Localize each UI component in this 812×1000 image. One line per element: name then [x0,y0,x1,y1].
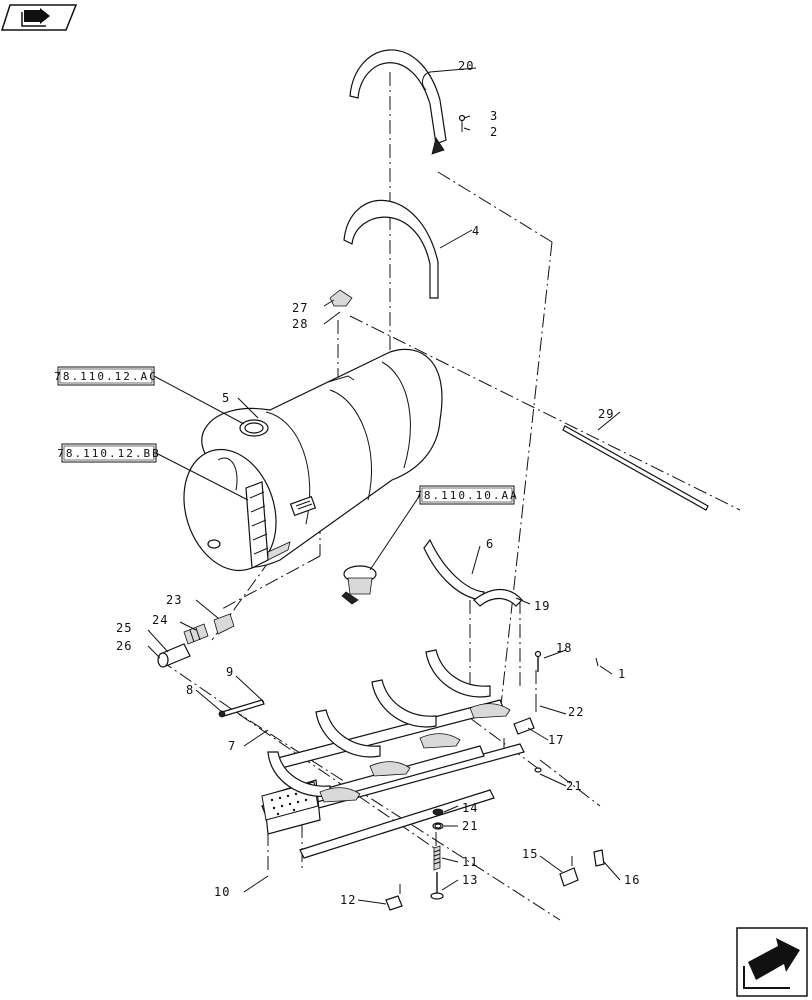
callout-26: 26 [116,639,132,653]
strap-part-20 [349,49,447,155]
callout-7: 7 [228,739,236,753]
pin-part-15 [559,856,579,887]
callout-21a: 21 [566,779,582,793]
callout-10: 10 [214,885,230,899]
callout-5: 5 [222,391,230,405]
bolt-part-13 [430,872,444,900]
fuel-tank [183,348,443,572]
callout-28: 28 [292,317,308,331]
mounting-cradle [261,649,525,859]
next-page-arrow-icon[interactable] [736,927,808,997]
callout-16: 16 [624,873,640,887]
callout-20: 20 [458,59,474,73]
leader-lines [147,67,621,905]
bolt-part-1 [595,657,599,667]
callout-2: 2 [490,125,498,139]
reference-label-bb: 78.110.12.BB [57,447,160,460]
callout-8: 8 [186,683,194,697]
callout-27: 27 [292,301,308,315]
callout-21b: 21 [462,819,478,833]
hose-part-25-26 [157,643,191,668]
reference-label-aa: 78.110.10.AA [415,489,518,502]
callout-labels: 20 3 2 4 27 28 5 6 19 29 23 24 25 26 18 … [116,59,640,907]
spring-part-11 [433,845,441,871]
callout-9: 9 [226,665,234,679]
callout-1: 1 [618,667,626,681]
bracket-part-17 [513,717,535,735]
pin-part-12 [385,884,403,911]
callout-22: 22 [568,705,584,719]
callout-4: 4 [472,224,480,238]
callout-23: 23 [166,593,182,607]
callout-17: 17 [548,733,564,747]
callout-15: 15 [522,847,538,861]
strap-part-19 [473,588,523,607]
callout-18: 18 [556,641,572,655]
reference-label-ac: 78.110.12.AC [54,370,157,383]
strap-part-6 [423,538,485,601]
reference-box-ac[interactable]: 78.110.12.AC [54,366,245,425]
callout-3: 3 [490,109,498,123]
reference-box-aa[interactable]: 78.110.10.AA [369,485,519,571]
rod-part-29 [562,425,709,511]
strap-part-4 [343,199,439,299]
callout-13: 13 [462,873,478,887]
fitting-part-24 [183,623,209,645]
bolt-part-18 [534,650,542,672]
callout-14: 14 [462,801,478,815]
callout-19: 19 [534,599,550,613]
drain-valve [341,565,377,605]
book-arrow-icon[interactable] [0,4,78,31]
callout-11: 11 [462,855,478,869]
clip-part-16 [593,849,605,867]
reference-box-bb[interactable]: 78.110.12.BB [57,443,249,501]
fitting-part-27 [329,289,353,307]
bar-part-8-9 [218,699,265,718]
bolt-part-21 [434,738,542,829]
callout-12: 12 [340,893,356,907]
callout-24: 24 [152,613,168,627]
callout-6: 6 [486,537,494,551]
callout-25: 25 [116,621,132,635]
callout-29: 29 [598,407,614,421]
fitting-part-23 [213,613,235,635]
bolt-part-3-2 [458,114,466,132]
